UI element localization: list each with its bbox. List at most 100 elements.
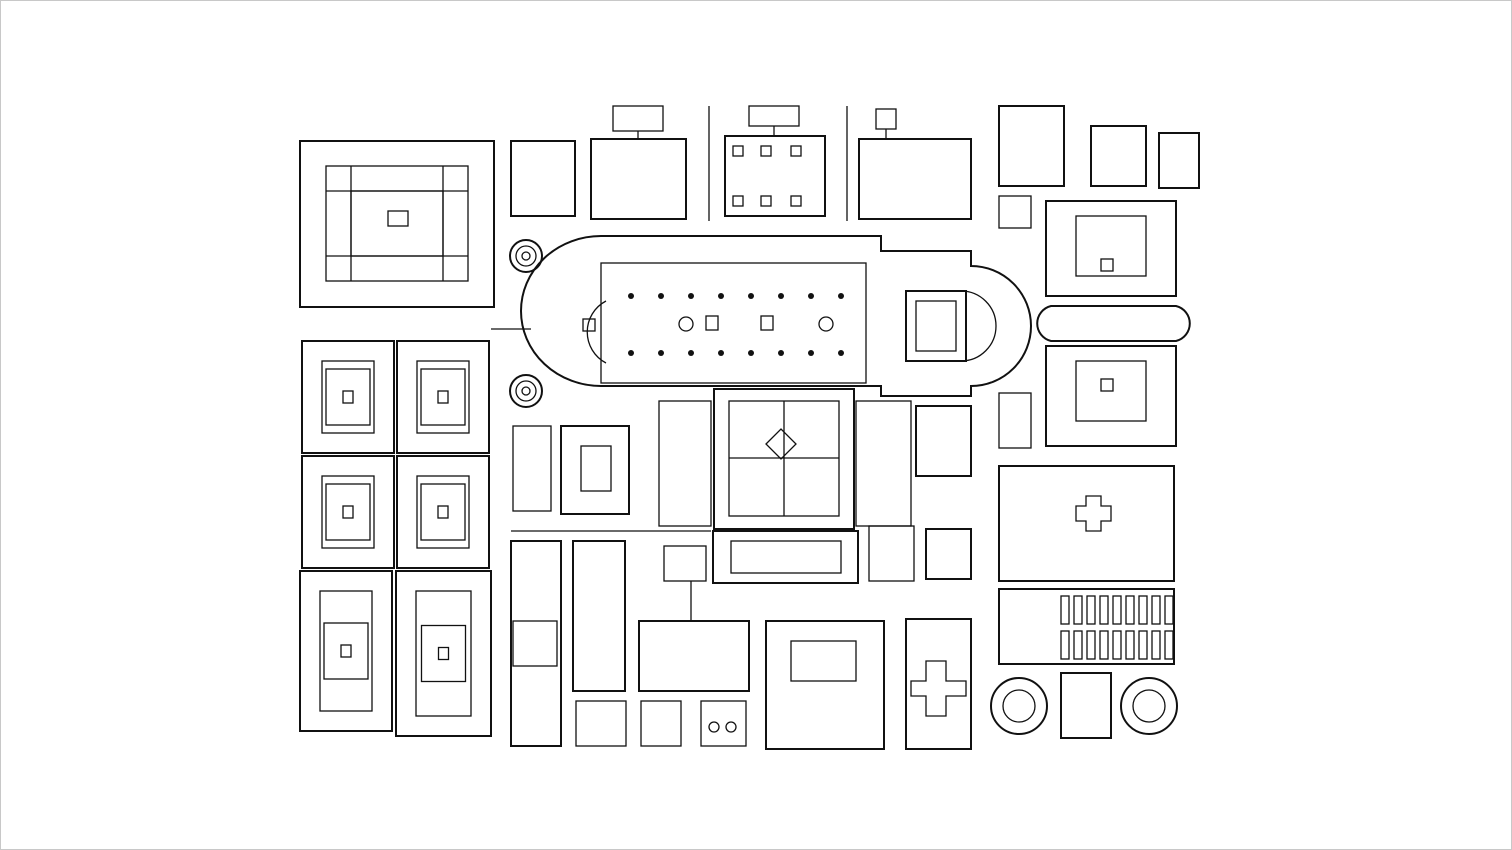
church-nave: [600, 262, 867, 384]
poultry-ring: [1132, 689, 1166, 723]
workshop-3: [638, 620, 750, 692]
refectory: [855, 400, 912, 527]
house-4-core: [420, 483, 466, 541]
column-dot: [658, 350, 664, 356]
kitchen: [915, 405, 972, 477]
garden-bed: [1099, 595, 1109, 625]
bath-house: [1090, 125, 1147, 187]
poultry-house: [1120, 677, 1178, 735]
granary-room: [512, 620, 558, 667]
column-dot: [778, 350, 784, 356]
oven: [708, 721, 720, 733]
tower-ring: [515, 380, 537, 402]
gardener-house: [1060, 672, 1112, 739]
house-4-altar: [437, 505, 449, 519]
guest-hall-annex: [748, 105, 800, 127]
garden-bed: [1112, 630, 1122, 660]
house-2-altar: [437, 390, 449, 404]
workshop-inner: [580, 445, 612, 492]
column-dot: [628, 293, 634, 299]
column-dot: [688, 293, 694, 299]
garden-bed: [1086, 630, 1096, 660]
house-1-core: [325, 368, 371, 426]
hostel: [858, 138, 972, 220]
cemetery: [998, 465, 1175, 582]
garden-bed: [1060, 630, 1070, 660]
cloister-fountain: [765, 428, 797, 460]
vegetable-garden: [998, 588, 1175, 665]
column-dot: [748, 350, 754, 356]
cellar-inner: [730, 540, 842, 574]
room: [732, 195, 744, 207]
house-5: [299, 570, 393, 732]
house-2-core: [420, 368, 466, 426]
altar: [705, 315, 719, 331]
infirmary: [1045, 345, 1177, 447]
small-building: [998, 392, 1032, 449]
house-4: [396, 455, 490, 569]
column-dot: [688, 350, 694, 356]
garden-bed: [1060, 595, 1070, 625]
house-1-inner: [321, 360, 375, 434]
church-outline: [520, 235, 1032, 397]
poultry-house: [990, 677, 1048, 735]
garden-bed: [1073, 630, 1083, 660]
house-2-inner: [416, 360, 470, 434]
room: [760, 195, 772, 207]
house-3-altar: [342, 505, 354, 519]
cemetery-cross: [1075, 495, 1112, 532]
tower: [509, 374, 543, 408]
room: [790, 145, 802, 157]
animal-house-inner: [790, 640, 857, 682]
servants-house: [905, 618, 972, 750]
guest-hall: [724, 135, 826, 217]
altar-circle: [818, 316, 834, 332]
garden-bed: [1099, 630, 1109, 660]
mill: [575, 700, 627, 747]
choir-hatched: [905, 290, 967, 362]
abbot-annex: [612, 105, 664, 132]
house-1-altar: [342, 390, 354, 404]
garden-bed: [1112, 595, 1122, 625]
poultry-ring: [1002, 689, 1036, 723]
house-6-inner: [415, 590, 472, 717]
house-6: [395, 570, 492, 737]
room: [732, 145, 744, 157]
double-chapel: [1036, 305, 1191, 342]
guest-house-hall: [325, 165, 469, 282]
column-dot: [838, 293, 844, 299]
garden-bed: [1138, 630, 1148, 660]
garden-bed: [1151, 595, 1161, 625]
oven: [725, 721, 737, 733]
brewery: [925, 528, 972, 580]
workshop: [512, 425, 552, 512]
tower-core: [521, 386, 531, 396]
house-6-core: [420, 624, 467, 683]
infirmary-cloister: [1075, 360, 1147, 422]
abbot-house: [590, 138, 687, 220]
house-5-core: [323, 622, 369, 680]
house-5-inner: [319, 590, 373, 712]
altar: [1100, 378, 1114, 392]
cellar: [712, 530, 859, 584]
column-dot: [628, 350, 634, 356]
house-5-altar: [340, 644, 352, 658]
column-dot: [658, 293, 664, 299]
garden-bed: [1125, 630, 1135, 660]
house-3-inner: [321, 475, 375, 549]
animal-house: [765, 620, 885, 750]
garden-bed: [1164, 595, 1174, 625]
room: [760, 145, 772, 157]
garden-bed: [1086, 595, 1096, 625]
house-3: [301, 455, 395, 569]
garden-bed: [1151, 630, 1161, 660]
novitiate-cloister: [1075, 215, 1147, 277]
house-2: [396, 340, 490, 454]
tower-core: [521, 251, 531, 261]
bakery: [868, 525, 915, 582]
stable: [700, 700, 747, 747]
school-building: [510, 140, 576, 217]
bleeding-house: [1158, 132, 1200, 189]
